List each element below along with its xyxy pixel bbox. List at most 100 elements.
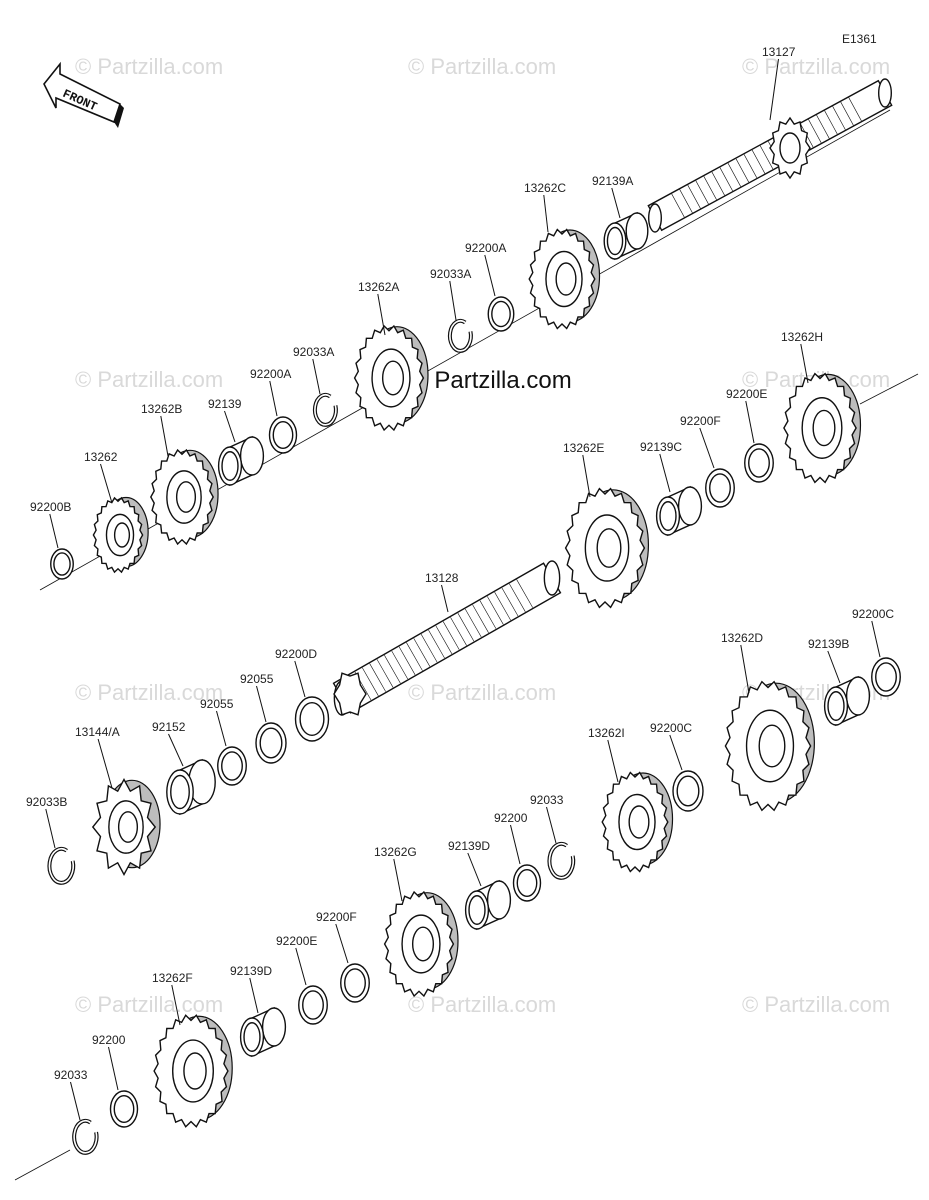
part-callout: 92139D [230, 964, 272, 1014]
part-gear [149, 448, 219, 546]
part-callout: 92139A [592, 174, 633, 219]
part-number-label: 92033 [530, 793, 564, 807]
part-callout: 13262F [152, 971, 193, 1026]
part-washer [744, 443, 774, 483]
part-number-label: 92139D [230, 964, 272, 978]
part-callout: 92055 [200, 697, 234, 747]
part-number-label: 13262F [152, 971, 193, 985]
part-callout: 92033 [530, 793, 564, 844]
part-callout: 92200A [465, 241, 506, 297]
part-callout: 13128 [425, 571, 459, 613]
part-number-label: 92033A [293, 345, 334, 359]
part-number-label: 92152 [152, 720, 186, 734]
part-number-label: 92200D [275, 647, 317, 661]
part-number-label: 92139C [640, 440, 682, 454]
part-number-label: 92200A [465, 241, 506, 255]
part-gear [724, 680, 815, 812]
part-number-label: 13262C [524, 181, 566, 195]
watermark: © Partzilla.com [408, 680, 556, 705]
part-callout: 13262A [358, 280, 399, 336]
part-bearing [464, 879, 512, 931]
part-circlip [447, 318, 473, 353]
part-callout: 92200A [250, 367, 291, 417]
part-washer [294, 696, 330, 742]
part-circlip [312, 392, 338, 427]
part-callout: 92200E [726, 387, 767, 444]
part-shaft [647, 78, 893, 233]
part-callout: 13144/A [75, 725, 120, 789]
watermark: © Partzilla.com [742, 992, 890, 1017]
part-callout: 13127 [762, 45, 796, 121]
part-callout: 13262D [721, 631, 763, 694]
part-number-label: 13262E [563, 441, 604, 455]
part-bearing [603, 211, 649, 261]
part-number-label: 13262 [84, 450, 118, 464]
part-callout: 92200F [316, 910, 357, 964]
part-callout: 13262H [781, 330, 823, 384]
part-washer [50, 548, 74, 580]
center-watermark: © Partzilla.com [410, 367, 572, 394]
part-circlip [72, 1118, 99, 1155]
part-callout: 92200C [650, 721, 692, 771]
part-number-label: 92200E [276, 934, 317, 948]
part-number-label: 92200F [316, 910, 357, 924]
parts-layer [47, 78, 901, 1155]
part-collar [166, 758, 216, 816]
part-number-label: 13262B [141, 402, 182, 416]
watermark: © Partzilla.com [742, 54, 890, 79]
part-callout: 92152 [152, 720, 186, 767]
diagram-code: E1361 [842, 32, 877, 46]
part-callout: 92200C [852, 607, 894, 658]
part-gear [92, 496, 149, 574]
part-callout: 92033A [293, 345, 334, 395]
part-number-label: 92139 [208, 397, 242, 411]
part-callout: 92200 [494, 811, 528, 865]
part-bearing [823, 675, 871, 727]
part-number-label: 92200 [92, 1033, 126, 1047]
part-bearing [239, 1006, 287, 1058]
part-number-label: 92200C [650, 721, 692, 735]
part-number-label: 92055 [240, 672, 274, 686]
part-number-label: 92200 [494, 811, 528, 825]
part-washer [217, 746, 247, 786]
part-washer [255, 722, 287, 764]
part-number-label: 92200C [852, 607, 894, 621]
part-callout: 92055 [240, 672, 274, 723]
part-washer [268, 416, 298, 454]
part-washer [705, 468, 735, 508]
part-washer [298, 985, 328, 1025]
part-number-label: 13262G [374, 845, 417, 859]
part-circlip [547, 841, 576, 880]
part-washer [871, 657, 901, 697]
part-callout: 13262I [588, 726, 625, 783]
part-callout: 92139D [448, 839, 490, 887]
watermark: © Partzilla.com [75, 54, 223, 79]
part-number-label: 13262I [588, 726, 625, 740]
part-callout: 92200B [30, 500, 71, 549]
part-callout: 92200D [275, 647, 317, 698]
part-number-label: 92200F [680, 414, 721, 428]
part-callout: 13262C [524, 181, 566, 233]
part-callout: 92200 [92, 1033, 126, 1091]
part-bearing [655, 485, 703, 537]
part-number-label: 92200A [250, 367, 291, 381]
part-sprocket [91, 778, 161, 876]
part-washer [487, 296, 515, 332]
part-number-label: 13127 [762, 45, 796, 59]
labels-layer: 1312792139A13262C92200A92033A13262A92033… [26, 45, 894, 1121]
part-number-label: 13128 [425, 571, 459, 585]
part-washer [109, 1090, 139, 1128]
part-gear [601, 771, 674, 873]
part-callout: 92200F [680, 414, 721, 469]
part-washer [512, 864, 542, 902]
part-shaft [332, 560, 562, 716]
part-callout: 13262 [84, 450, 118, 504]
part-number-label: 13262A [358, 280, 399, 294]
part-number-label: 13262D [721, 631, 763, 645]
part-callout: 92033 [54, 1068, 88, 1121]
part-gear [783, 372, 862, 484]
part-number-label: 13262H [781, 330, 823, 344]
part-callout: 92139C [640, 440, 682, 493]
